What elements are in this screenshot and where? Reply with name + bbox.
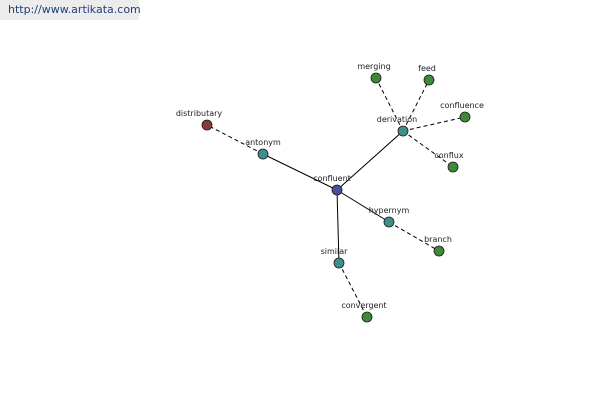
edge-derivation-conflux bbox=[402, 130, 454, 168]
node-label-hypernym: hypernym bbox=[369, 206, 410, 215]
node-antonym[interactable]: antonym bbox=[245, 138, 281, 160]
node-dot-distributary[interactable] bbox=[201, 119, 213, 131]
node-similar[interactable]: similar bbox=[321, 247, 349, 269]
node-label-conflux: conflux bbox=[434, 151, 463, 160]
node-label-distributary: distributary bbox=[176, 109, 223, 118]
node-convergent[interactable]: convergent bbox=[341, 301, 387, 323]
edge-antonym-distributary bbox=[206, 124, 264, 155]
node-dot-convergent[interactable] bbox=[361, 311, 373, 323]
node-distributary[interactable]: distributary bbox=[176, 109, 223, 131]
node-dot-confluence[interactable] bbox=[459, 111, 471, 123]
node-conflux[interactable]: conflux bbox=[434, 151, 464, 173]
node-label-confluent: confluent bbox=[313, 174, 351, 183]
node-merging[interactable]: merging bbox=[357, 62, 391, 84]
node-dot-conflux[interactable] bbox=[447, 161, 459, 173]
site-url-link[interactable]: http://www.artikata.com bbox=[0, 0, 141, 20]
node-label-derivation: derivation bbox=[377, 115, 417, 124]
edge-confluent-similar bbox=[336, 189, 340, 264]
node-label-similar: similar bbox=[321, 247, 349, 256]
node-confluence[interactable]: confluence bbox=[440, 101, 484, 123]
edge-confluent-antonym bbox=[262, 153, 338, 191]
edge-derivation-feed bbox=[402, 79, 430, 132]
node-dot-similar[interactable] bbox=[333, 257, 345, 269]
node-dot-confluent[interactable] bbox=[331, 184, 343, 196]
node-dot-hypernym[interactable] bbox=[383, 216, 395, 228]
node-dot-merging[interactable] bbox=[370, 72, 382, 84]
node-label-feed: feed bbox=[418, 64, 436, 73]
node-label-convergent: convergent bbox=[341, 301, 386, 310]
node-hypernym[interactable]: hypernym bbox=[369, 206, 410, 228]
node-dot-antonym[interactable] bbox=[257, 148, 269, 160]
edge-confluent-derivation bbox=[336, 130, 404, 191]
node-confluent[interactable]: confluent bbox=[313, 174, 351, 196]
node-branch[interactable]: branch bbox=[424, 235, 452, 257]
node-derivation[interactable]: derivation bbox=[377, 115, 417, 137]
node-label-merging: merging bbox=[357, 62, 390, 71]
node-dot-derivation[interactable] bbox=[397, 125, 409, 137]
node-dot-feed[interactable] bbox=[423, 74, 435, 86]
edge-derivation-confluence bbox=[402, 116, 466, 132]
edge-similar-convergent bbox=[338, 262, 368, 318]
graph-nodes: confluent antonym derivation hypernym simila… bbox=[176, 62, 484, 323]
node-label-branch: branch bbox=[424, 235, 452, 244]
graph-edges bbox=[206, 77, 466, 318]
node-feed[interactable]: feed bbox=[418, 64, 436, 86]
node-dot-branch[interactable] bbox=[433, 245, 445, 257]
edge-hypernym-branch bbox=[388, 221, 440, 252]
edge-derivation-merging bbox=[375, 77, 404, 132]
node-label-antonym: antonym bbox=[245, 138, 281, 147]
node-label-confluence: confluence bbox=[440, 101, 484, 110]
edge-confluent-hypernym bbox=[336, 189, 390, 223]
